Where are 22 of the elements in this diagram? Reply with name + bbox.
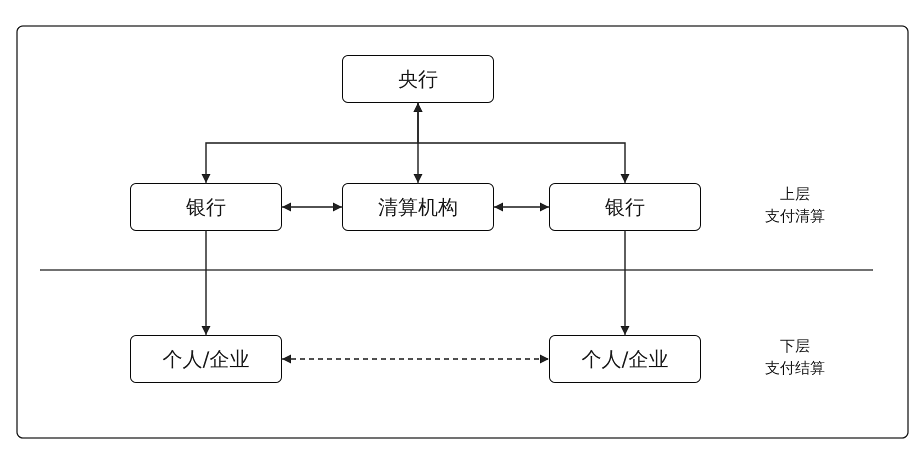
- process-box: [342, 55, 494, 103]
- arrow: [202, 231, 210, 335]
- node-label: 个人/企业: [582, 346, 668, 372]
- arrow: [620, 231, 630, 335]
- node-label: 银行: [186, 194, 226, 220]
- process-box: [130, 335, 282, 383]
- arrow: [414, 103, 630, 183]
- node-label: 清算机构: [378, 194, 458, 220]
- arrow: [282, 202, 342, 212]
- process-box: [342, 183, 494, 231]
- layer-label: 上层: [779, 185, 811, 204]
- process-box: [549, 183, 701, 231]
- arrow: [494, 202, 549, 212]
- node-label: 银行: [605, 194, 645, 220]
- layer-label: 支付结算: [764, 359, 826, 378]
- process-box: [549, 335, 701, 383]
- node-label: 央行: [398, 66, 438, 92]
- layer-label: 支付清算: [764, 207, 826, 226]
- node-label: 个人/企业: [162, 346, 250, 372]
- layer-label: 下层: [779, 337, 811, 356]
- arrow: [282, 354, 549, 364]
- process-box: [130, 183, 282, 231]
